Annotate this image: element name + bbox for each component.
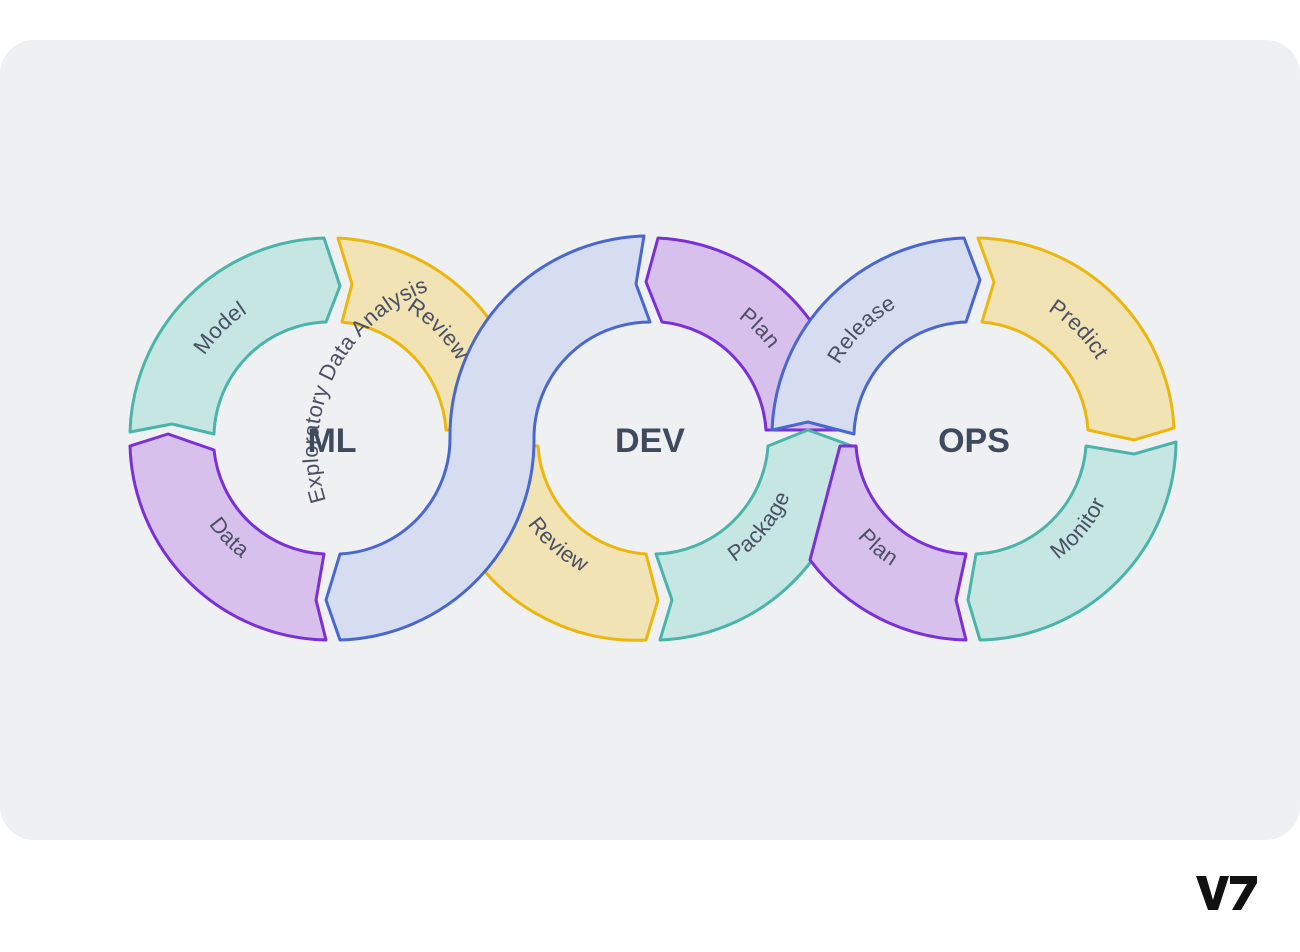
ops-hub-label: OPS — [938, 422, 1010, 460]
logo-7-mark — [1230, 876, 1257, 910]
ops-release-segment — [770, 236, 982, 436]
v7-logo — [1196, 876, 1257, 910]
logo-v-mark — [1196, 876, 1229, 910]
ml-hub-label: ML — [307, 422, 356, 460]
dev-hub-label: DEV — [615, 422, 685, 460]
eda-segment — [324, 234, 652, 642]
ml-model-segment — [128, 236, 342, 436]
ops-plan-segment — [808, 444, 968, 642]
ops-predict-segment — [976, 236, 1176, 442]
diagram-card — [0, 40, 1300, 840]
ops-monitor-segment — [966, 440, 1178, 642]
ml-data-segment — [128, 432, 328, 642]
